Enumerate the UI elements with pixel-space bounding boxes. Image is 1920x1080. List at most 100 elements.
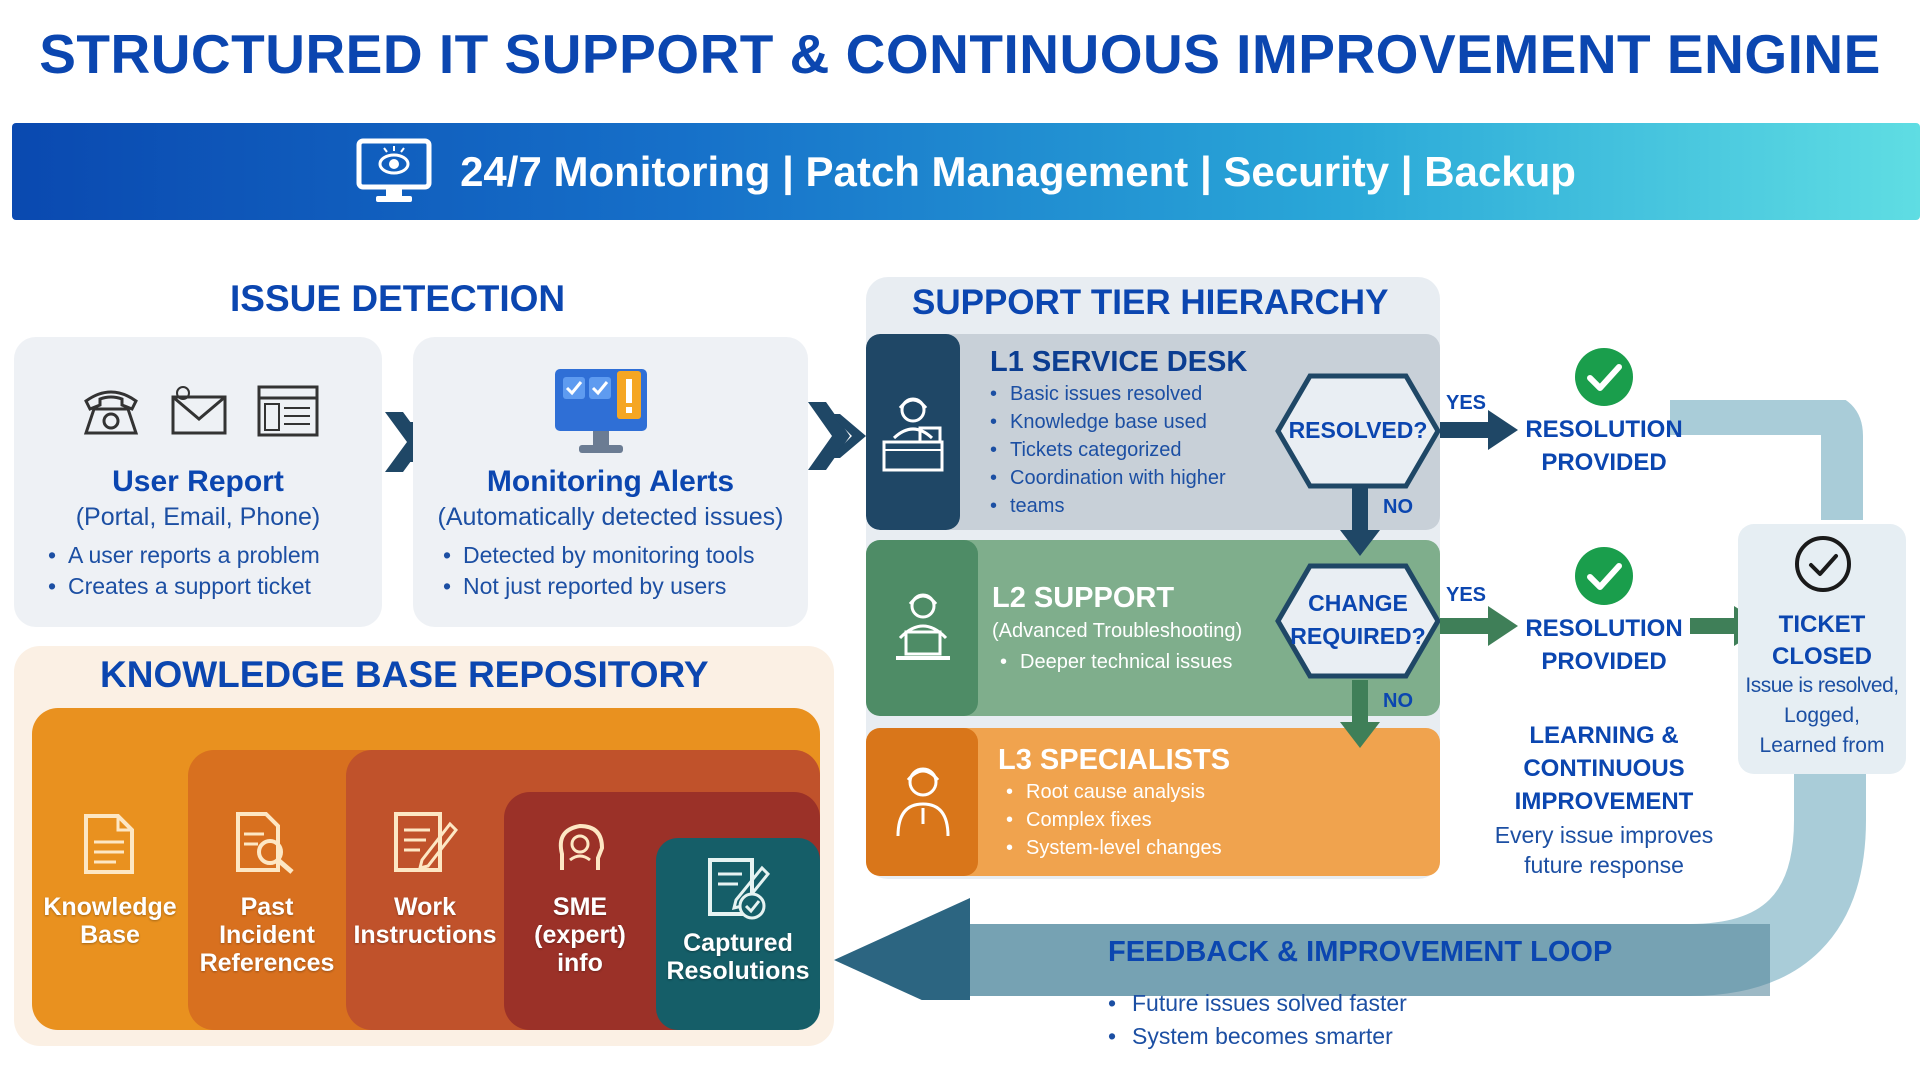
instructions-pen-icon (394, 812, 458, 872)
kb-label-sme: SME (expert) info (504, 893, 656, 977)
support-agent-laptop-icon (896, 593, 950, 660)
incident-search-icon (236, 812, 294, 874)
kb-label-captured-resolutions: Captured Resolutions (656, 929, 820, 985)
l3-title: L3 SPECIALISTS (998, 744, 1231, 776)
ticket-closed-card: TICKET CLOSED Issue is resolved, Logged,… (1738, 524, 1906, 774)
no-arrow-icon (1340, 488, 1380, 556)
list-item: Not just reported by users (441, 571, 755, 602)
l1-bullets: Basic issues resolved Knowledge base use… (988, 380, 1226, 520)
check-circle-icon (1575, 547, 1633, 605)
ticket-line2: CLOSED (1771, 643, 1872, 670)
kb-label-line: Base (80, 921, 140, 949)
kb-label-line: SME (552, 893, 608, 921)
ticket-line1: TICKET (1778, 611, 1866, 638)
monitoring-alerts-card: Monitoring Alerts (Automatically detecte… (413, 337, 808, 627)
check-circle-icon (1575, 348, 1633, 406)
learning-line1: LEARNING & (1529, 722, 1679, 749)
decision-change-label-2: REQUIRED? (1290, 623, 1426, 649)
resolution-2-line1: RESOLUTION (1525, 615, 1683, 642)
list-item: A user reports a problem (46, 540, 320, 571)
ticket-desc3: Learned from (1759, 734, 1885, 757)
l3-tier: L3 SPECIALISTS Root cause analysis Compl… (866, 728, 1440, 876)
monitoring-alerts-bullets: Detected by monitoring tools Not just re… (441, 540, 755, 602)
list-item: Deeper technical issues (998, 648, 1232, 676)
phone-icon (83, 390, 139, 435)
list-item: Knowledge base used (988, 408, 1226, 436)
list-item: Creates a support ticket (46, 571, 320, 602)
l2-subtitle: (Advanced Troubleshooting) (992, 620, 1243, 642)
list-item: System-level changes (1004, 834, 1222, 862)
list-item: System becomes smarter (1106, 1020, 1407, 1053)
list-item: Tickets categorized (988, 436, 1226, 464)
l3-bullets: Root cause analysis Complex fixes System… (1004, 778, 1222, 862)
resolved-decision-hexagon (1275, 373, 1441, 489)
decision-change-label-1: CHANGE (1308, 590, 1408, 616)
no-arrow-icon (1340, 680, 1380, 748)
services-banner: 24/7 Monitoring | Patch Management | Sec… (12, 123, 1920, 220)
banner-text: 24/7 Monitoring | Patch Management | Sec… (460, 147, 1576, 195)
page-title: STRUCTURED IT SUPPORT & CONTINUOUS IMPRO… (39, 23, 1881, 85)
decision-resolved-label: RESOLVED? (1288, 417, 1428, 443)
l2-title: L2 SUPPORT (992, 582, 1175, 614)
feedback-heading: FEEDBACK & IMPROVEMENT LOOP (1108, 936, 1613, 968)
kb-label-line: info (557, 949, 603, 977)
email-icon (171, 386, 227, 435)
kb-label-past-incident: Past Incident References (188, 893, 346, 977)
list-item: teams (988, 492, 1226, 520)
user-report-bullets: A user reports a problem Creates a suppo… (46, 540, 320, 602)
kb-label-line: Captured (683, 929, 793, 957)
alert-monitor-icon (555, 369, 647, 453)
monitoring-alerts-subtitle: (Automatically detected issues) (437, 503, 784, 531)
list-item: Basic issues resolved (988, 380, 1226, 408)
kb-label-line: Instructions (353, 921, 497, 949)
monitor-eye-icon (356, 138, 432, 202)
no-label-1: NO (1383, 496, 1413, 518)
kb-label-line: Past (240, 893, 294, 921)
resolution-1-line2: PROVIDED (1541, 449, 1667, 476)
list-item: Detected by monitoring tools (441, 540, 755, 571)
feedback-loop-pipe (834, 400, 1866, 1000)
user-report-title: User Report (112, 465, 284, 498)
user-report-icons (80, 383, 320, 439)
monitoring-alerts-title: Monitoring Alerts (486, 465, 735, 498)
resolution-1-line1: RESOLUTION (1525, 416, 1683, 443)
kb-label-line: Resolutions (666, 957, 810, 985)
kb-label-line: Incident (219, 921, 315, 949)
learning-line3: IMPROVEMENT (1514, 788, 1694, 815)
l3-icon-panel (866, 728, 978, 876)
knowledge-base-heading: KNOWLEDGE BASE REPOSITORY (100, 654, 709, 695)
user-report-subtitle: (Portal, Email, Phone) (75, 503, 321, 531)
kb-layer-5 (656, 838, 820, 1030)
service-desk-agent-icon (882, 397, 944, 472)
kb-label-work-instructions: Work Instructions (346, 893, 504, 949)
l1-icon-panel (866, 334, 960, 530)
learning-desc2: future response (1524, 852, 1684, 878)
list-item: Future issues solved faster (1106, 987, 1407, 1020)
ticket-desc1: Issue is resolved, (1745, 674, 1899, 697)
portal-icon (257, 385, 319, 437)
user-report-card: User Report (Portal, Email, Phone) A use… (14, 337, 382, 627)
list-item: Root cause analysis (1004, 778, 1222, 806)
arrow-right-icon (808, 402, 866, 470)
list-item: Complex fixes (1004, 806, 1222, 834)
ticket-desc2: Logged, (1784, 704, 1860, 727)
learning-desc1: Every issue improves (1494, 822, 1714, 848)
kb-label-line: Work (393, 893, 457, 921)
document-icon (84, 814, 134, 874)
kb-label-line: (expert) (534, 921, 626, 949)
kb-label-knowledge-base: Knowledge Base (32, 893, 188, 949)
kb-label-line: References (199, 949, 335, 977)
expert-head-icon (558, 823, 605, 870)
l2-bullets: Deeper technical issues (998, 648, 1232, 676)
yes-arrow-icon (1440, 606, 1518, 646)
change-required-decision-hexagon (1275, 563, 1441, 679)
issue-detection-heading: ISSUE DETECTION (230, 278, 566, 319)
l1-title: L1 SERVICE DESK (990, 346, 1248, 378)
captured-resolution-icon (708, 858, 771, 920)
no-label-2: NO (1383, 690, 1413, 712)
l2-icon-panel (866, 540, 978, 716)
check-outline-icon (1795, 536, 1851, 592)
kb-label-line: Knowledge (43, 893, 177, 921)
resolution-2-line2: PROVIDED (1541, 648, 1667, 675)
support-tier-heading: SUPPORT TIER HIERARCHY (912, 283, 1389, 322)
